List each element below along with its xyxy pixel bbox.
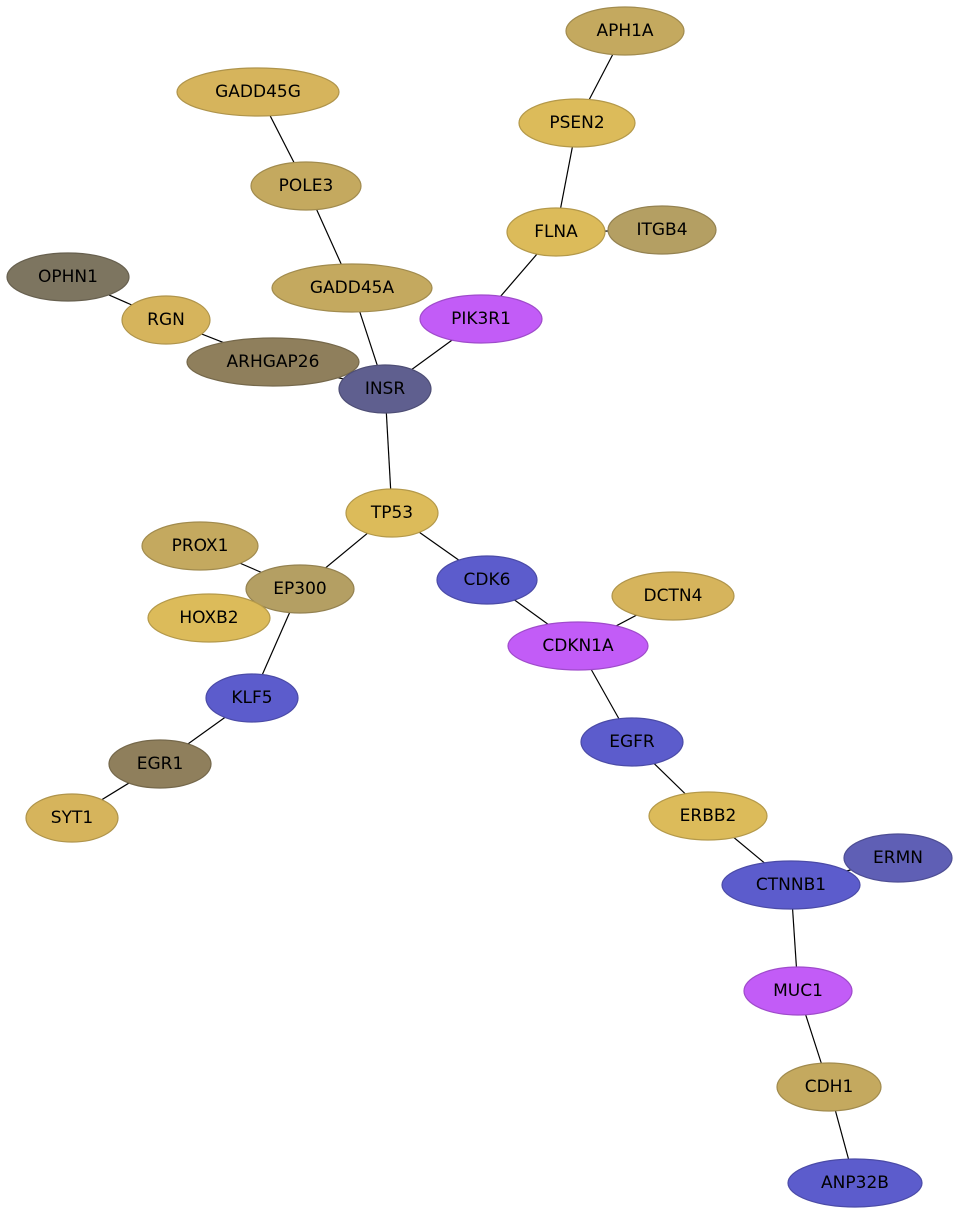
node-insr[interactable]: INSR <box>338 364 432 414</box>
node-label: CTNNB1 <box>756 875 826 895</box>
node-label: FLNA <box>534 222 578 242</box>
node-label: GADD45G <box>215 82 301 102</box>
node-label: ANP32B <box>821 1173 889 1193</box>
node-ellipse <box>743 966 853 1016</box>
node-label: EGFR <box>609 732 655 752</box>
node-gadd45a[interactable]: GADD45A <box>271 263 433 313</box>
node-ellipse <box>205 673 299 723</box>
node-label: CDH1 <box>805 1077 854 1097</box>
node-syt1[interactable]: SYT1 <box>25 793 119 843</box>
node-ellipse <box>607 205 717 255</box>
node-dctn4[interactable]: DCTN4 <box>611 571 735 621</box>
node-psen2[interactable]: PSEN2 <box>518 98 636 148</box>
node-label: TP53 <box>370 503 413 523</box>
node-pik3r1[interactable]: PIK3R1 <box>419 294 543 344</box>
node-cdk6[interactable]: CDK6 <box>436 555 538 605</box>
node-label: SYT1 <box>51 808 93 828</box>
node-label: POLE3 <box>279 176 334 196</box>
node-ctnnb1[interactable]: CTNNB1 <box>721 860 861 910</box>
node-label: GADD45A <box>310 278 395 298</box>
node-label: ARHGAP26 <box>227 352 320 372</box>
node-ellipse <box>506 207 606 257</box>
node-erbb2[interactable]: ERBB2 <box>648 791 768 841</box>
node-ellipse <box>419 294 543 344</box>
node-ellipse <box>250 161 362 211</box>
node-ellipse <box>776 1062 882 1112</box>
node-gadd45g[interactable]: GADD45G <box>176 67 340 117</box>
node-ellipse <box>25 793 119 843</box>
node-ellipse <box>721 860 861 910</box>
node-muc1[interactable]: MUC1 <box>743 966 853 1016</box>
node-egr1[interactable]: EGR1 <box>108 739 212 789</box>
node-label: EGR1 <box>137 754 184 774</box>
node-ophn1[interactable]: OPHN1 <box>6 252 130 302</box>
node-hoxb2[interactable]: HOXB2 <box>147 593 271 643</box>
node-ellipse <box>186 337 360 387</box>
node-pole3[interactable]: POLE3 <box>250 161 362 211</box>
node-ellipse <box>648 791 768 841</box>
node-arhgap26[interactable]: ARHGAP26 <box>186 337 360 387</box>
node-label: PROX1 <box>172 536 229 556</box>
node-label: PIK3R1 <box>451 309 511 329</box>
node-anp32b[interactable]: ANP32B <box>787 1158 923 1208</box>
node-label: KLF5 <box>231 688 272 708</box>
node-rgn[interactable]: RGN <box>121 295 211 345</box>
node-label: CDK6 <box>464 570 511 590</box>
node-ellipse <box>580 717 684 767</box>
node-label: APH1A <box>596 21 653 41</box>
node-label: HOXB2 <box>179 608 238 628</box>
node-label: CDKN1A <box>542 636 614 656</box>
node-cdh1[interactable]: CDH1 <box>776 1062 882 1112</box>
node-label: OPHN1 <box>38 267 98 287</box>
node-ellipse <box>507 621 649 671</box>
node-itgb4[interactable]: ITGB4 <box>607 205 717 255</box>
node-prox1[interactable]: PROX1 <box>141 521 259 571</box>
node-ellipse <box>565 6 685 56</box>
node-klf5[interactable]: KLF5 <box>205 673 299 723</box>
node-ellipse <box>345 488 439 538</box>
node-ermn[interactable]: ERMN <box>843 833 953 883</box>
node-label: ERBB2 <box>680 806 737 826</box>
node-ep300[interactable]: EP300 <box>245 564 355 614</box>
node-egfr[interactable]: EGFR <box>580 717 684 767</box>
node-ellipse <box>108 739 212 789</box>
node-ellipse <box>121 295 211 345</box>
node-ellipse <box>6 252 130 302</box>
node-ellipse <box>436 555 538 605</box>
node-ellipse <box>245 564 355 614</box>
node-ellipse <box>518 98 636 148</box>
node-ellipse <box>787 1158 923 1208</box>
node-label: INSR <box>365 379 406 399</box>
node-label: ITGB4 <box>636 220 687 240</box>
node-ellipse <box>147 593 271 643</box>
node-flna[interactable]: FLNA <box>506 207 606 257</box>
node-ellipse <box>141 521 259 571</box>
node-label: EP300 <box>273 579 326 599</box>
node-label: RGN <box>147 310 185 330</box>
node-ellipse <box>176 67 340 117</box>
node-label: PSEN2 <box>549 113 604 133</box>
node-cdkn1a[interactable]: CDKN1A <box>507 621 649 671</box>
node-label: ERMN <box>873 848 923 868</box>
node-label: DCTN4 <box>644 586 703 606</box>
node-ellipse <box>843 833 953 883</box>
node-ellipse <box>611 571 735 621</box>
node-label: MUC1 <box>773 981 823 1001</box>
node-ellipse <box>271 263 433 313</box>
node-tp53[interactable]: TP53 <box>345 488 439 538</box>
node-aph1a[interactable]: APH1A <box>565 6 685 56</box>
node-ellipse <box>338 364 432 414</box>
